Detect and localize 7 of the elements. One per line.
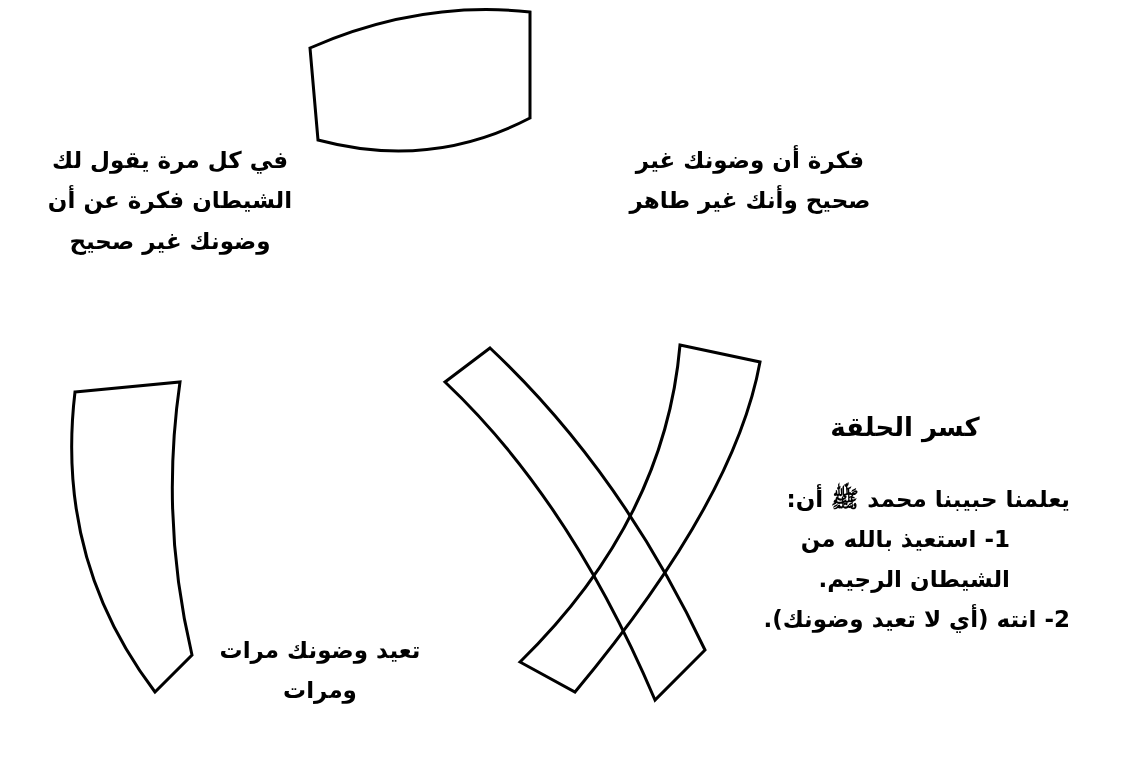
intro-text: يعلمنا حبيبنا محمد ﷺ أن:	[740, 478, 1070, 519]
list-item: 1- استعيذ بالله من الشيطان الرجيم.	[799, 524, 1011, 595]
cycle-step-text: تعيد وضونك مرات ومرات	[200, 630, 440, 711]
cycle-step-text: فكرة أن وضونك غير صحيح وأنك غير طاهر	[600, 140, 900, 221]
cycle-step-text: في كل مرة يقول لك الشيطان فكرة عن أن وضونك غير صحيح	[20, 140, 320, 261]
section-heading: كسر الحلقة	[829, 411, 981, 445]
list-item: 2- انته (أي لا تعيد وضونك).	[762, 603, 1070, 635]
